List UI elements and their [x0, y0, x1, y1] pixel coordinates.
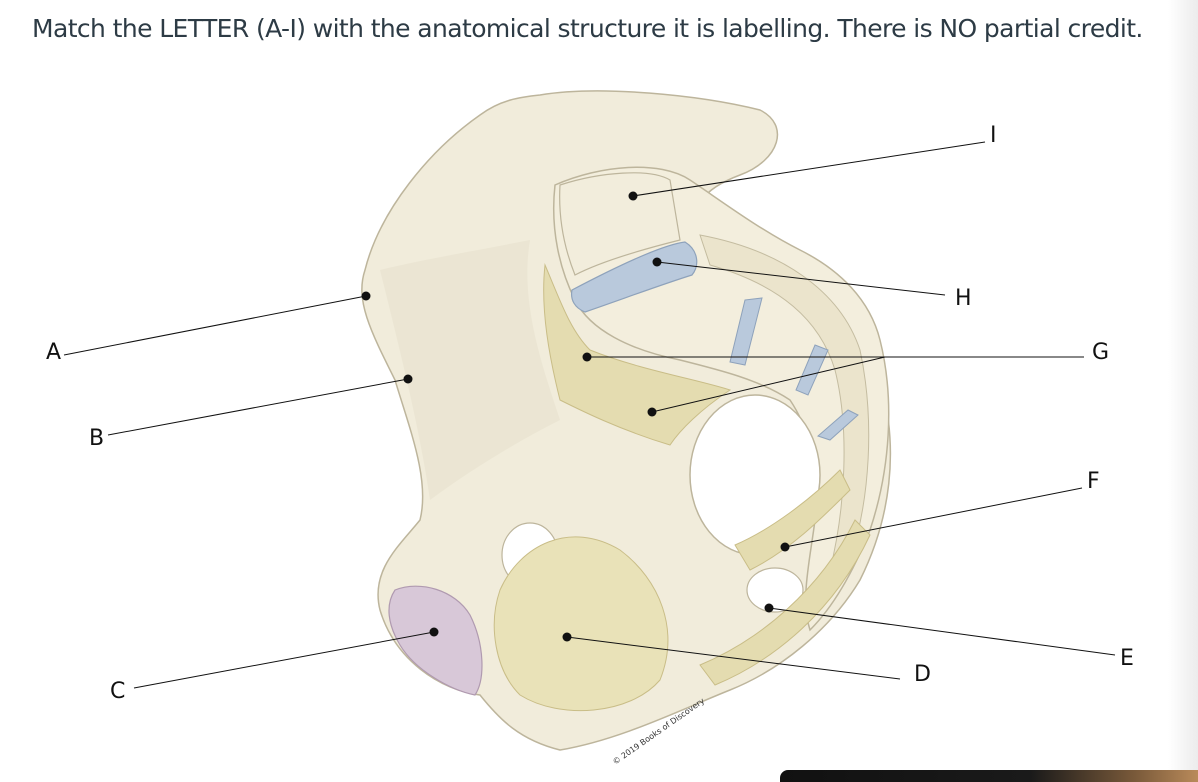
- pubic-symphysis: [388, 585, 483, 696]
- leader-line-g2: [651, 356, 886, 413]
- scroll-edge-shadow: [1168, 0, 1198, 782]
- sacral-disc-1: [729, 297, 763, 366]
- dot-e: [764, 603, 774, 613]
- l5-vertebral-body: [559, 172, 681, 276]
- leader-dots: [361, 191, 790, 642]
- leader-line-i: [632, 141, 986, 197]
- sacral-disc-3: [817, 409, 859, 441]
- dot-d: [562, 632, 572, 642]
- sacrospinous-ligament: [734, 469, 851, 571]
- label-a: A: [46, 340, 61, 365]
- leader-line-f: [784, 487, 1083, 548]
- leader-lines: [63, 141, 1116, 689]
- label-c: C: [110, 679, 125, 704]
- leader-line-b: [107, 378, 409, 436]
- dot-g2: [647, 407, 657, 417]
- sacrotuberous-ligament: [699, 519, 871, 686]
- question-text: Match the LETTER (A-I) with the anatomic…: [32, 14, 1143, 43]
- label-g: G: [1092, 340, 1109, 365]
- dot-g: [582, 352, 592, 362]
- label-h: H: [955, 286, 972, 311]
- leader-line-a: [63, 295, 367, 356]
- lesser-sciatic-foramen: [746, 567, 804, 613]
- label-e: E: [1120, 646, 1134, 671]
- obturator-membrane: [493, 536, 669, 712]
- dot-i: [628, 191, 638, 201]
- sacroiliac-ligament-region: [543, 263, 732, 446]
- dot-c: [429, 627, 439, 637]
- leader-line-e: [768, 607, 1116, 656]
- label-f: F: [1087, 469, 1100, 494]
- label-d: D: [914, 662, 931, 687]
- bottom-video-strip: [780, 770, 1198, 782]
- leader-line-h: [656, 261, 946, 296]
- ilium-shading: [380, 240, 560, 500]
- dot-a: [361, 291, 371, 301]
- dot-b: [403, 374, 413, 384]
- label-i: I: [990, 123, 997, 148]
- leader-line-c: [133, 631, 435, 689]
- lumbosacral-disc: [570, 241, 698, 313]
- dot-h: [652, 257, 662, 267]
- label-b: B: [89, 426, 104, 451]
- leader-line-d: [566, 636, 901, 680]
- dot-f: [780, 542, 790, 552]
